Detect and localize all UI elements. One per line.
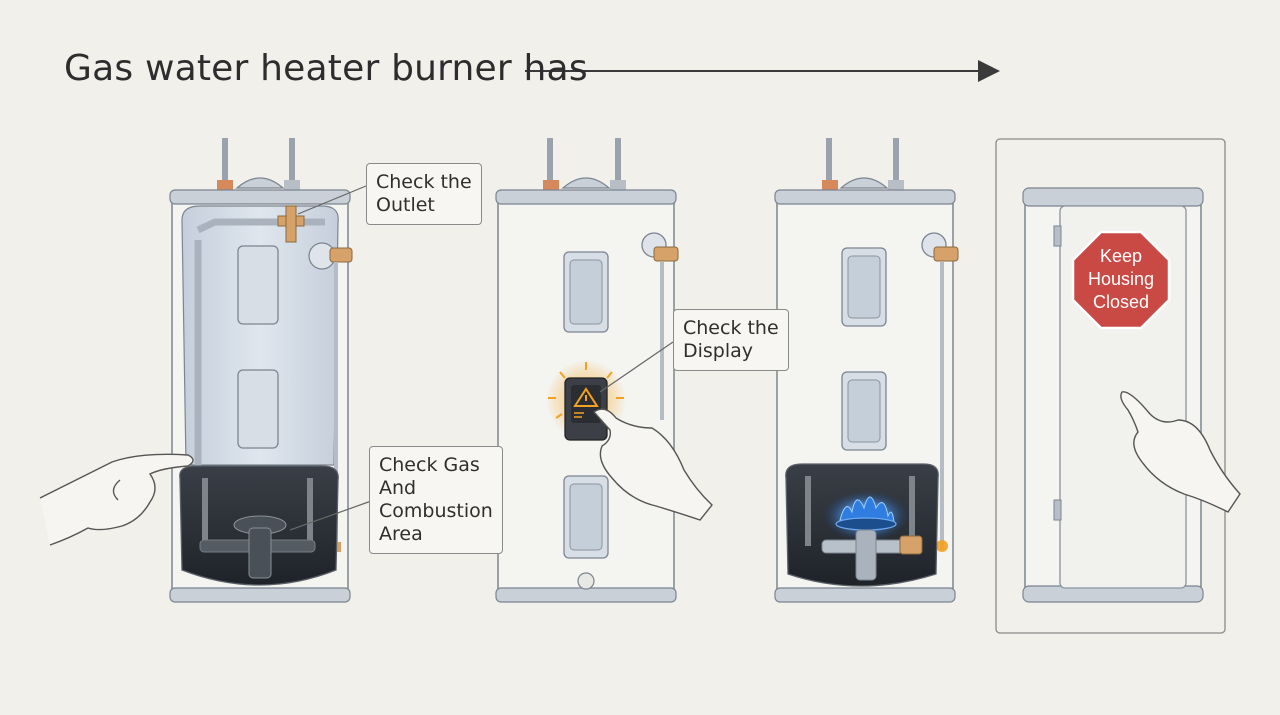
- pointing-hand-icon: [39, 453, 194, 546]
- burner-assembly-icon: [805, 476, 923, 581]
- callout-line: Check Gas: [379, 454, 480, 476]
- burner-assembly-icon: [199, 478, 316, 579]
- outlet-fitting-icon: [277, 205, 305, 243]
- callout-check-gas-combustion: Check Gas And Combustion Area: [369, 446, 503, 554]
- callout-line: And: [379, 477, 417, 499]
- callout-line: Check the: [683, 317, 779, 339]
- pointing-hand-icon: [1120, 391, 1241, 513]
- panel-frame: [995, 138, 1226, 634]
- closed-housing-panel: Keep Housing Closed: [995, 138, 1241, 634]
- drain-valve-icon: [577, 572, 595, 590]
- sign-line-2: Housing: [1088, 269, 1154, 289]
- callout-line: Check the: [376, 171, 472, 193]
- callout-line: Combustion: [379, 500, 493, 522]
- callout-line: Area: [379, 523, 423, 545]
- stop-sign-icon: Keep Housing Closed: [1071, 230, 1171, 330]
- open-housing-heater: [39, 138, 375, 603]
- callout-check-outlet: Check the Outlet: [366, 163, 482, 225]
- progress-arrow: [525, 60, 1000, 82]
- sign-line-1: Keep: [1100, 246, 1142, 266]
- page-title: Gas water heater burner has: [64, 48, 588, 89]
- callout-line: Display: [683, 340, 754, 362]
- warning-icon: [573, 387, 599, 407]
- callout-check-display: Check the Display: [673, 309, 789, 371]
- burner-running-heater: [774, 138, 959, 603]
- hot-pipe-fitting: [217, 180, 233, 190]
- blue-flame-icon: [822, 490, 910, 542]
- control-display-heater: [495, 138, 713, 603]
- sign-line-3: Closed: [1093, 292, 1149, 312]
- pointing-hand-icon: [592, 408, 713, 521]
- tank-interior: [181, 205, 339, 466]
- callout-line: Outlet: [376, 194, 435, 216]
